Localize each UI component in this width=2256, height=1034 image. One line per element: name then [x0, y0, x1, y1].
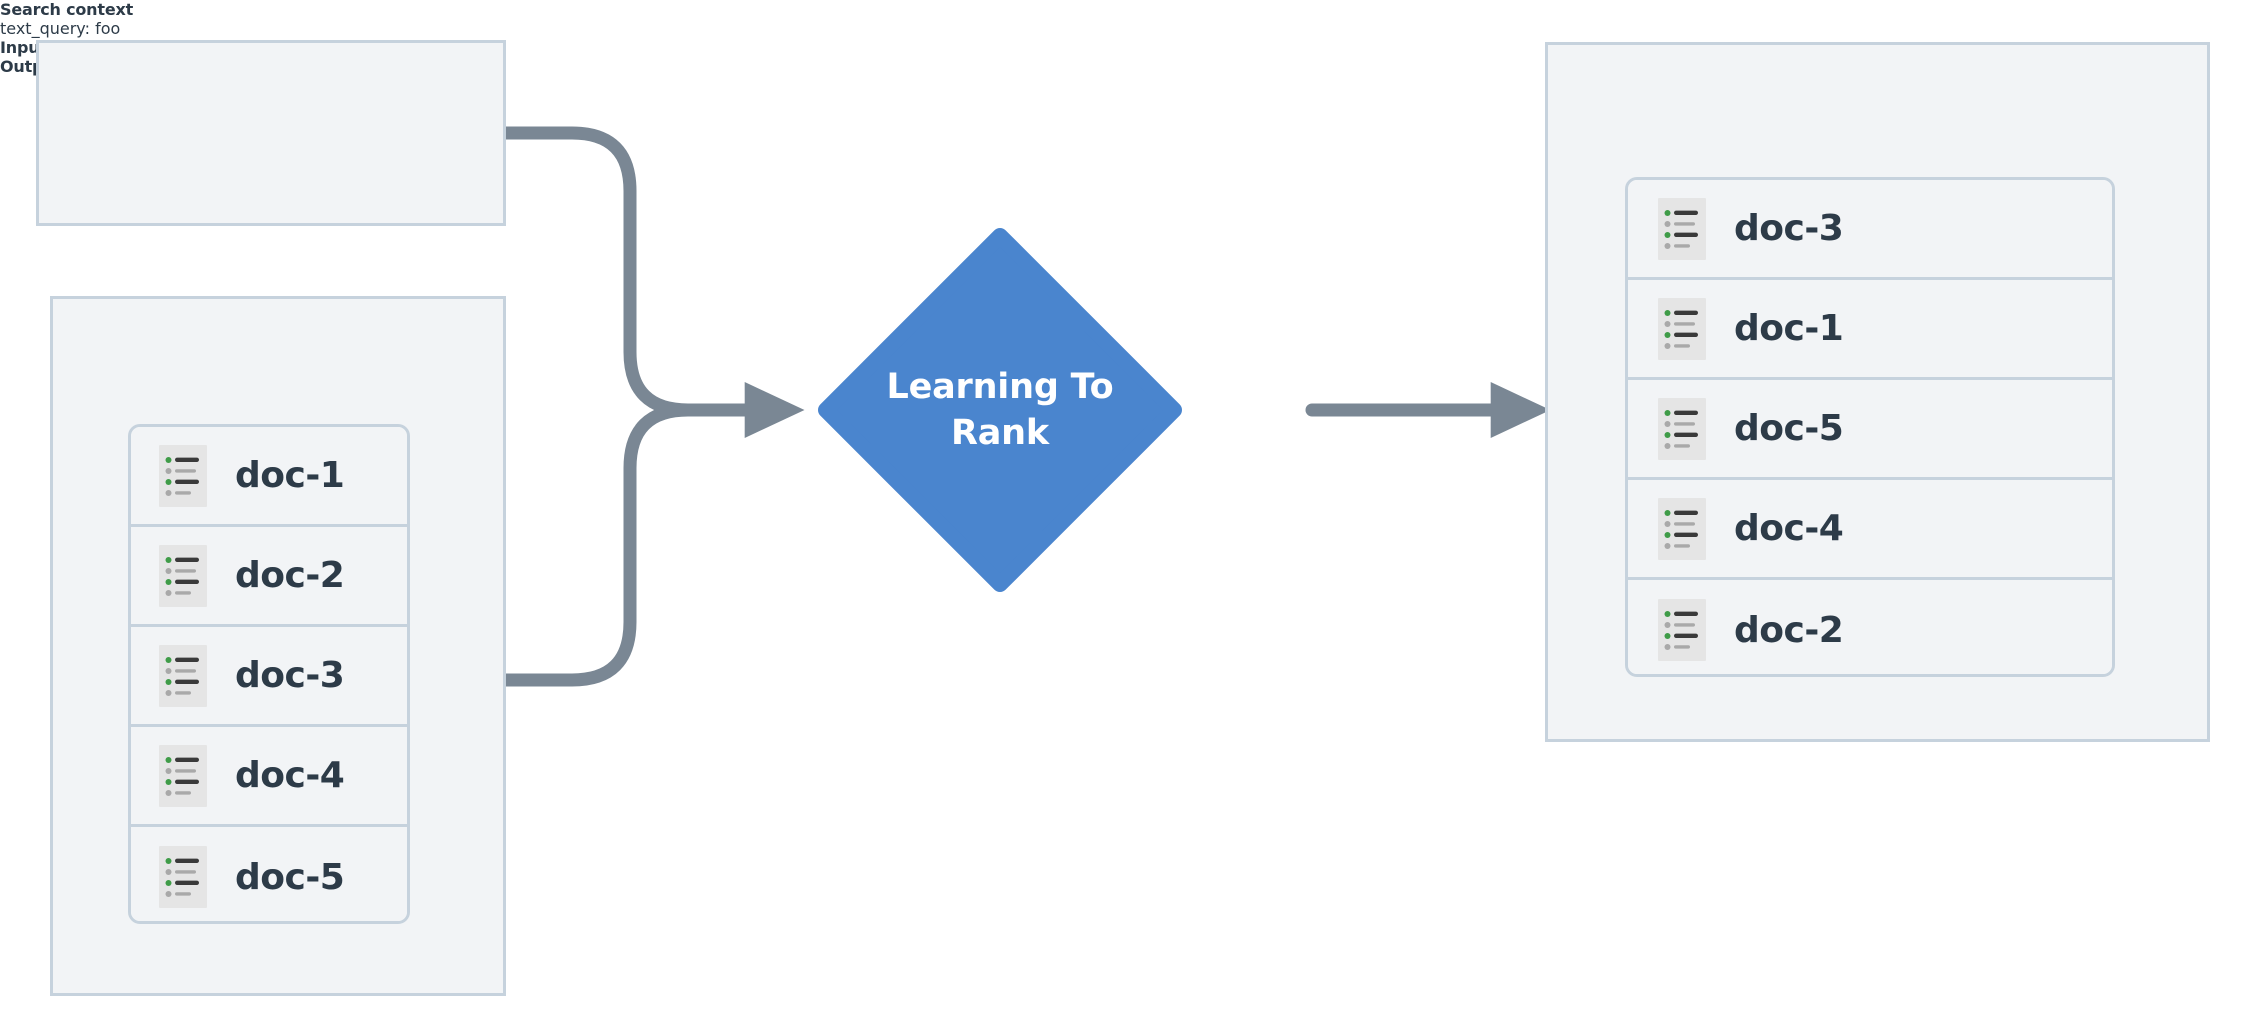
- output-document-label: doc-3: [1734, 208, 1844, 249]
- document-list-icon: [159, 444, 207, 507]
- input-document-row[interactable]: doc-2: [131, 527, 407, 627]
- input-document-label: doc-2: [235, 555, 345, 596]
- input-document-row[interactable]: doc-4: [131, 727, 407, 827]
- output-document-row[interactable]: doc-5: [1628, 380, 2112, 480]
- document-list-icon: [159, 744, 207, 807]
- input-document-label: doc-4: [235, 755, 345, 796]
- document-list-icon: [159, 846, 207, 908]
- output-document-label: doc-5: [1734, 408, 1844, 449]
- input-document-row[interactable]: doc-3: [131, 627, 407, 727]
- search-context-title: Search context: [0, 0, 134, 19]
- output-document-label: doc-2: [1734, 609, 1844, 651]
- search-context-query-line: text_query: foo: [0, 19, 121, 38]
- document-list-icon: [1658, 497, 1706, 560]
- search-context-panel: [36, 40, 506, 226]
- connector-search-context-to-ltr: [499, 126, 767, 417]
- document-list-icon: [1658, 197, 1706, 260]
- output-document-row[interactable]: doc-1: [1628, 280, 2112, 380]
- output-document-label: doc-1: [1734, 308, 1844, 349]
- document-list-icon: [159, 644, 207, 707]
- document-list-icon: [1658, 599, 1706, 661]
- output-document-row[interactable]: doc-2: [1628, 580, 2112, 674]
- input-document-label: doc-3: [235, 655, 345, 696]
- input-document-label: doc-5: [235, 856, 345, 898]
- document-list-icon: [159, 544, 207, 607]
- output-document-row[interactable]: doc-4: [1628, 480, 2112, 580]
- document-list-icon: [1658, 297, 1706, 360]
- input-document-row[interactable]: doc-1: [131, 427, 407, 527]
- connector-input-documents-to-ltr: [499, 403, 767, 687]
- output-document-row[interactable]: doc-3: [1628, 180, 2112, 280]
- diamond-shape: [818, 228, 1182, 592]
- input-documents-list: doc-1 doc-2 doc-3 doc-4 doc-5: [128, 424, 410, 924]
- output-documents-list: doc-3 doc-1 doc-5 doc-4 doc-2: [1625, 177, 2115, 677]
- input-document-label: doc-1: [235, 455, 345, 496]
- input-document-row[interactable]: doc-5: [131, 827, 407, 921]
- output-document-label: doc-4: [1734, 508, 1844, 549]
- document-list-icon: [1658, 397, 1706, 460]
- learning-to-rank-node[interactable]: Learning To Rank: [818, 228, 1182, 592]
